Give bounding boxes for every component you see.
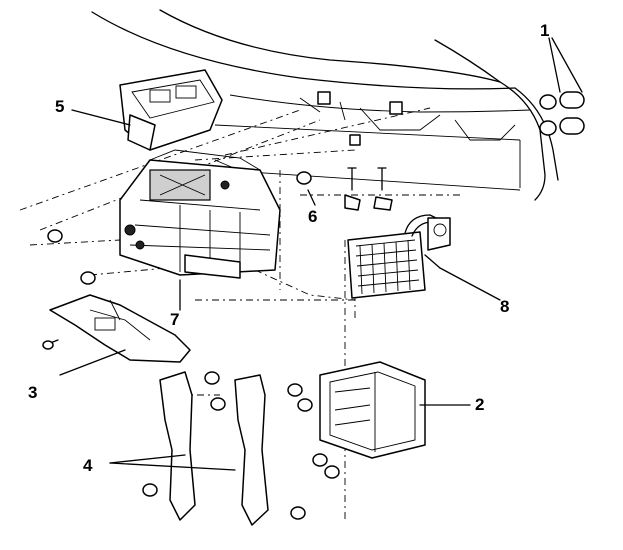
callout-5: 5 — [55, 97, 64, 116]
hose-clamp-part — [539, 37, 585, 136]
lower-duct-part — [42, 294, 191, 363]
blower-unit-part — [287, 361, 426, 479]
callout-7: 7 — [170, 310, 179, 329]
callout-6: 6 — [308, 207, 317, 226]
callout-8: 8 — [500, 297, 509, 316]
callout-leaders — [59, 109, 471, 471]
heater-core-part — [347, 214, 501, 301]
callout-4: 4 — [83, 456, 93, 475]
callout-2: 2 — [475, 395, 484, 414]
duct-cover-part — [119, 69, 223, 151]
bolts-group — [47, 91, 403, 285]
heater-unit-part — [119, 149, 281, 279]
bracket-part — [142, 371, 306, 526]
callout-3: 3 — [28, 383, 37, 402]
callout-1: 1 — [540, 21, 549, 40]
callout-labels: 1 2 3 4 5 6 7 8 — [28, 21, 549, 475]
